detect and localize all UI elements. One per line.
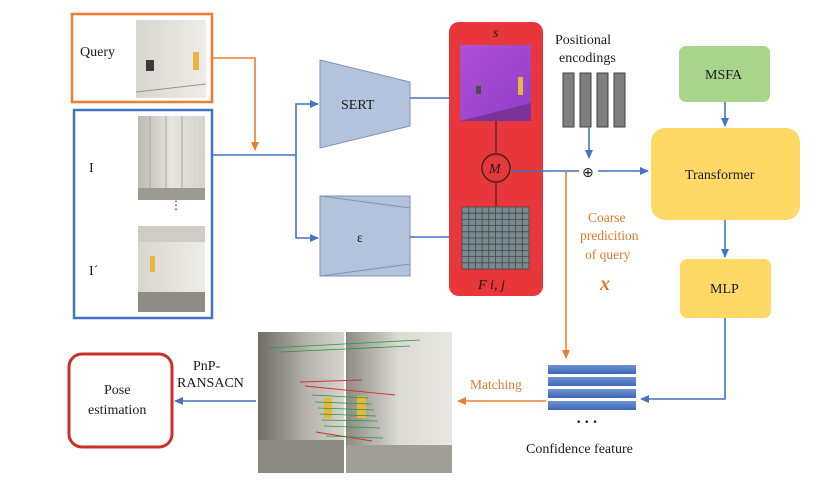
mlp-block (680, 259, 771, 318)
f-label: F i, j (477, 278, 505, 293)
coarse-variable: x (599, 273, 610, 295)
s-feature-map (460, 45, 531, 121)
arrow-to-epsilon (295, 155, 319, 242)
confidence-dots: • • • (576, 418, 598, 428)
positional-encodings-label-2: encodings (559, 51, 616, 66)
epsilon-label: ε (357, 231, 363, 246)
query-image (135, 20, 207, 98)
pose-line-1: Pose (104, 383, 130, 398)
transformer-block (651, 128, 800, 220)
m-label: M (488, 162, 502, 177)
arrow-query-down (212, 57, 259, 151)
matching-image-pair (258, 332, 452, 473)
sert-label: SERT (341, 98, 375, 113)
pnp-line-2: RANSACN (177, 376, 244, 391)
image-dots: ⋮ (170, 198, 182, 212)
pose-estimation-block (67, 352, 174, 449)
matching-label: Matching (470, 377, 522, 392)
transformer-label: Transformer (685, 168, 755, 183)
keypoint-match-lines (267, 339, 421, 442)
arrow-to-sert (295, 100, 319, 155)
query-label: Query (80, 45, 115, 60)
f-feature-grid (461, 206, 530, 270)
plus-sign: ⊕ (582, 165, 594, 181)
arrow-mlp-to-confidence (640, 318, 726, 403)
positional-encodings-label-1: Positional (555, 33, 611, 48)
coarse-line-1: Coarse (588, 210, 626, 225)
coarse-line-2: predicition (580, 228, 639, 243)
positional-encoding-bars (562, 72, 626, 128)
reference-image-i (138, 116, 205, 200)
mlp-label: MLP (710, 282, 739, 297)
confidence-feature-label: Confidence feature (526, 442, 633, 457)
s-label: s (493, 26, 499, 41)
sert-block (319, 59, 411, 149)
reference-image-i-prime (138, 226, 205, 312)
pose-line-2: estimation (88, 403, 146, 418)
pnp-line-1: PnP- (193, 359, 221, 374)
confidence-feature-stack (548, 365, 636, 410)
coarse-line-3: of query (585, 247, 631, 262)
i-label: I (89, 161, 94, 176)
i-prime-label: I´ (89, 264, 98, 279)
msfa-block (679, 46, 770, 102)
msfa-label: MSFA (705, 68, 743, 83)
